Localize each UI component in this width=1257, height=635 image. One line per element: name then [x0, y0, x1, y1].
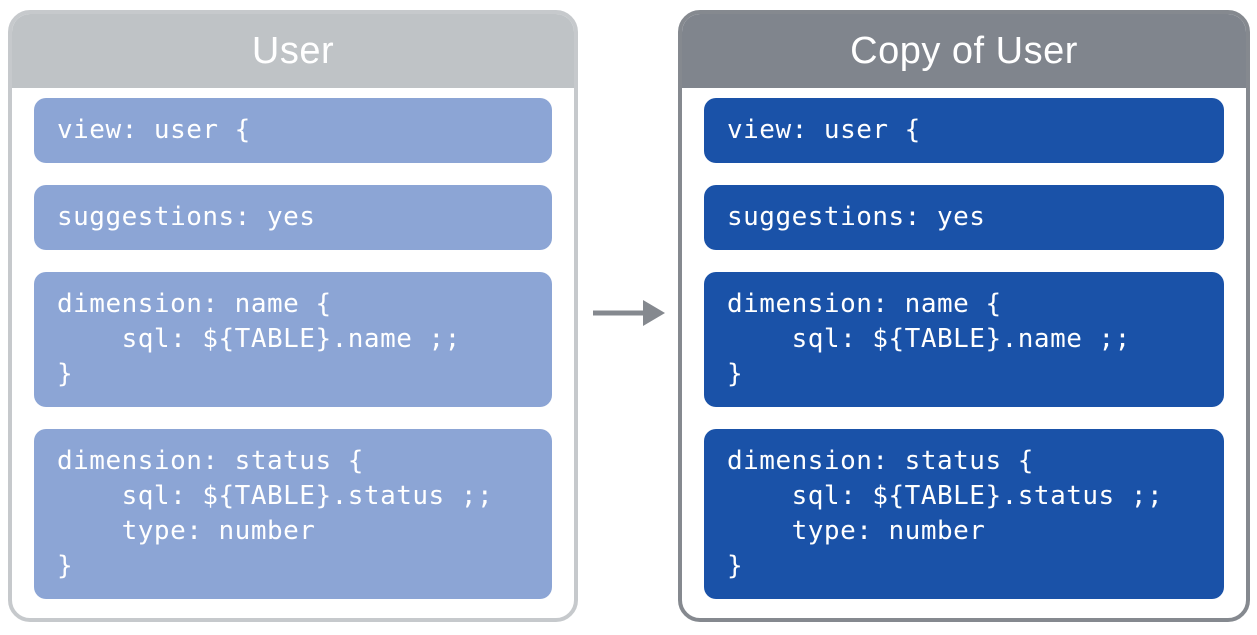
code-block-dimension-name: dimension: name { sql: ${TABLE}.name ;; … — [704, 272, 1224, 407]
code-block-dimension-status: dimension: status { sql: ${TABLE}.status… — [704, 429, 1224, 599]
code-block-suggestions: suggestions: yes — [34, 185, 552, 250]
copy-arrow — [593, 298, 665, 328]
panel-copy-of-user: Copy of User view: user { suggestions: y… — [678, 10, 1250, 622]
panel-copy-of-user-header: Copy of User — [682, 14, 1246, 88]
right-arrow-icon — [593, 300, 665, 326]
code-block-view: view: user { — [704, 98, 1224, 163]
code-block-view: view: user { — [34, 98, 552, 163]
panel-copy-of-user-title: Copy of User — [850, 29, 1078, 72]
code-block-dimension-status: dimension: status { sql: ${TABLE}.status… — [34, 429, 552, 599]
code-block-suggestions: suggestions: yes — [704, 185, 1224, 250]
panel-user-body: view: user { suggestions: yes dimension:… — [12, 88, 574, 618]
panel-user: User view: user { suggestions: yes dimen… — [8, 10, 578, 622]
panel-user-header: User — [12, 14, 574, 88]
code-block-dimension-name: dimension: name { sql: ${TABLE}.name ;; … — [34, 272, 552, 407]
panel-user-title: User — [251, 29, 335, 72]
panel-copy-of-user-body: view: user { suggestions: yes dimension:… — [682, 88, 1246, 618]
